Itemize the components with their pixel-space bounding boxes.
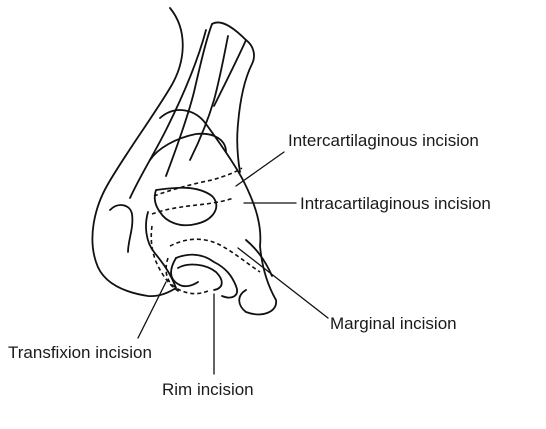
- medial-crus: [146, 212, 176, 288]
- label-intracartilaginous: Intracartilaginous incision: [300, 194, 491, 213]
- leader-intercartilaginous: [236, 152, 284, 186]
- alar-outer: [110, 205, 132, 252]
- label-rim: Rim incision: [162, 380, 254, 399]
- intracartilaginous-dash: [152, 198, 234, 214]
- leader-marginal: [238, 248, 328, 318]
- leader-transfixion: [138, 282, 166, 338]
- upper-lateral-edge: [166, 24, 212, 176]
- nasal-profile-outline: [92, 8, 182, 296]
- columella-base: [171, 258, 198, 286]
- label-transfixion: Transfixion incision: [8, 343, 152, 362]
- label-marginal: Marginal incision: [330, 314, 457, 333]
- label-intercartilaginous: Intercartilaginous incision: [288, 131, 479, 150]
- tip-inner: [155, 188, 217, 226]
